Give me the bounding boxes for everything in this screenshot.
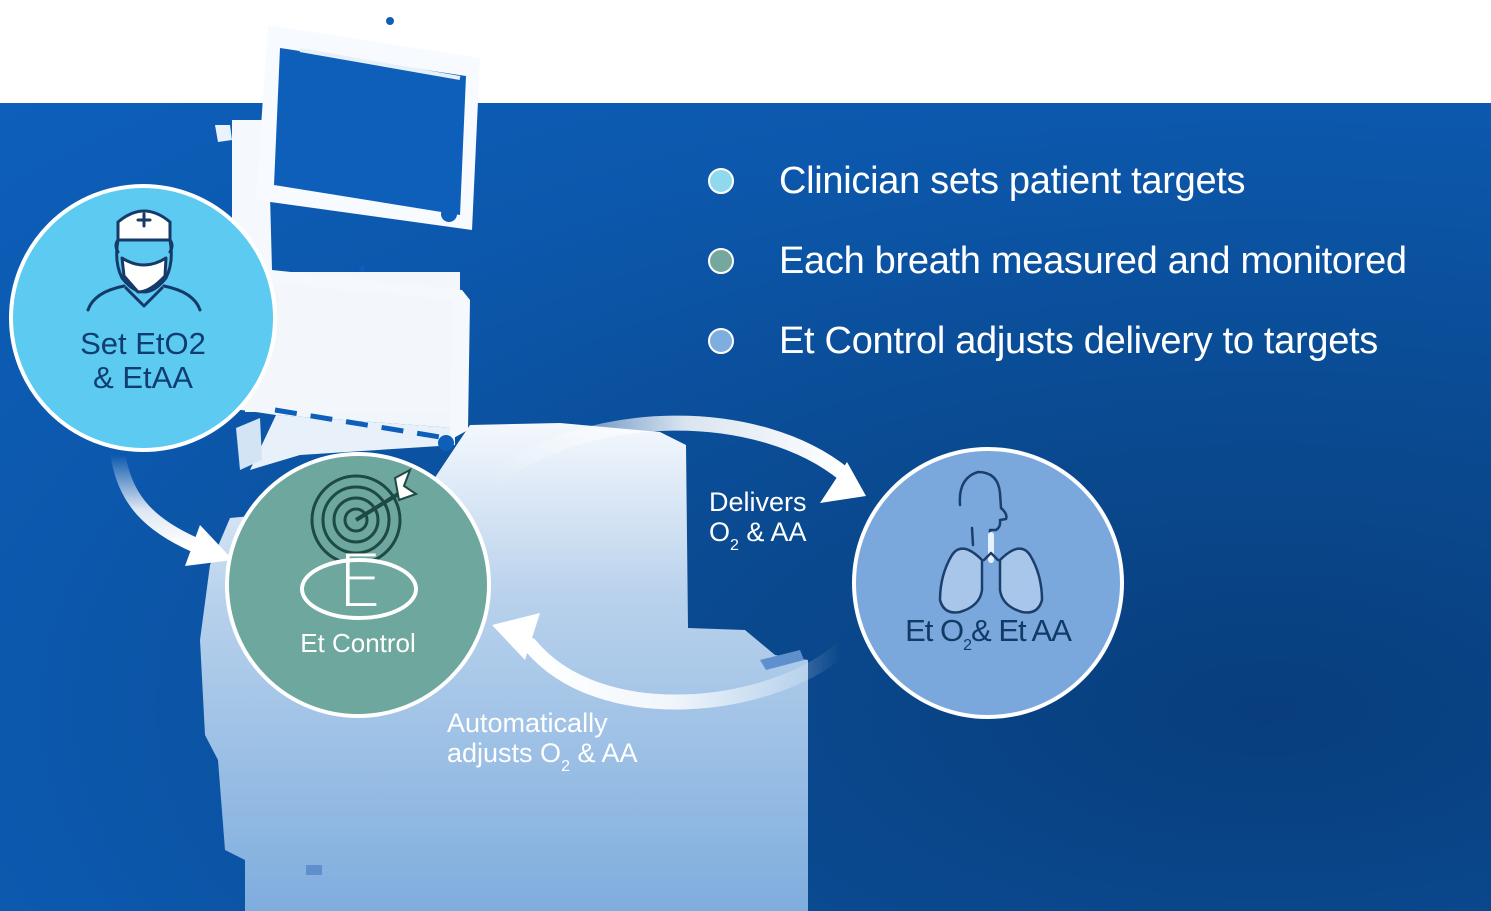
delivers-rest: & AA (738, 517, 807, 547)
patient-label-rest: & Et AA (971, 613, 1072, 648)
patient-label-o: O (940, 613, 964, 648)
clinician-node (9, 184, 277, 452)
legend-dot-breath (708, 248, 734, 274)
et-control-label: Et Control (300, 628, 416, 658)
adjusts-label: Automatically adjusts O2 & AA (447, 708, 638, 782)
adjusts-label-line2: adjusts O2 & AA (447, 738, 638, 782)
delivers-arrowhead (820, 462, 866, 503)
adjusts-label-line1: Automatically (447, 708, 608, 738)
legend-dot-control (708, 328, 734, 354)
clinician-label: Set EtO2 & EtAA (43, 327, 243, 395)
machine-silhouette (200, 17, 808, 911)
patient-label-et: Et (905, 613, 933, 648)
delivers-label-line2: O2 & AA (709, 517, 807, 561)
set-arrow (110, 447, 203, 553)
delivers-o: O (709, 517, 731, 547)
legend-label-breath: Each breath measured and monitored (779, 240, 1407, 282)
adjusts-arrowhead (492, 613, 540, 660)
clinician-label-line2: & EtAA (93, 360, 193, 395)
target-icon (300, 467, 419, 620)
legend-label-control: Et Control adjusts delivery to targets (779, 320, 1378, 362)
adjusts-rest: & AA (569, 738, 638, 768)
legend-label-clinician: Clinician sets patient targets (779, 160, 1246, 202)
adjusts-prefix: adjusts O (447, 738, 562, 768)
adjusts-sub: 2 (561, 758, 570, 775)
delivers-label-line1: Delivers (709, 487, 807, 517)
patient-node (852, 447, 1124, 719)
set-arrowhead (185, 525, 233, 566)
clinician-label-line1: Set EtO2 (80, 326, 206, 361)
patient-label-sub: 2 (963, 637, 972, 654)
delivers-label: Delivers O2 & AA (709, 487, 807, 561)
lungs-icon (938, 470, 1044, 614)
patient-label: Et O2& Et AA (870, 614, 1106, 663)
clinician-icon (86, 209, 202, 312)
delivers-sub: 2 (730, 537, 739, 554)
adjusts-arrow (522, 637, 848, 710)
delivers-arrow (484, 415, 853, 488)
legend-dot-clinician (708, 168, 734, 194)
et-control-letter: E (337, 539, 383, 623)
